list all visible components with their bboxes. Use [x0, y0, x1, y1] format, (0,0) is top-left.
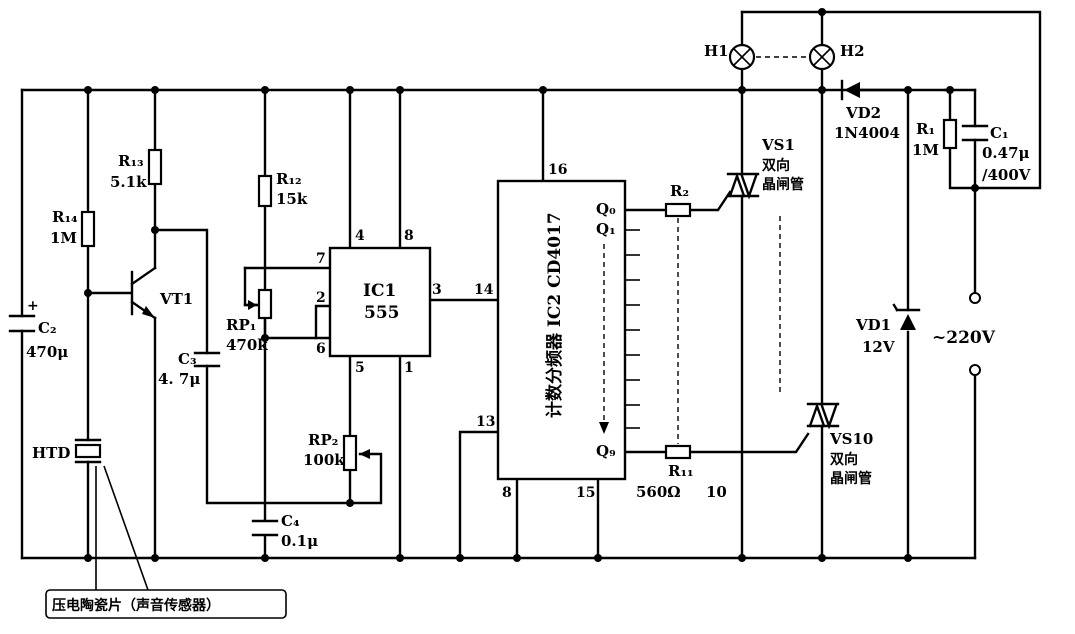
capacitor-c4-symbol	[251, 519, 279, 537]
r12-value: 15k	[276, 190, 308, 208]
resistor-r1-symbol	[942, 118, 958, 150]
potentiometer-rp1-symbol	[243, 288, 273, 320]
rp1-label: RP₁	[226, 316, 256, 334]
c3-label: C₃	[178, 350, 197, 368]
htd-label: HTD	[32, 444, 70, 462]
vs1-desc-2: 晶闸管	[762, 176, 804, 193]
r13-value: 5.1k	[110, 173, 147, 191]
ic2-pin-16: 16	[548, 162, 567, 178]
resistor-r12-symbol	[257, 174, 273, 208]
vs10-desc-1: 双向	[830, 451, 858, 468]
ic2-label: 计数分频器 IC2 CD4017	[544, 212, 565, 418]
h2-label: H2	[840, 42, 865, 60]
c4-value: 0.1μ	[281, 532, 318, 550]
r14-label: R₁₄	[52, 208, 78, 226]
ic1-pin-8: 8	[404, 228, 414, 244]
ic1-555-chip	[328, 246, 432, 358]
capacitor-c2-symbol: +	[8, 298, 39, 333]
rp1-value: 470k	[226, 336, 268, 354]
r14-value: 1M	[50, 229, 77, 247]
rp2-label: RP₂	[308, 431, 338, 449]
vs1-label: VS1	[761, 136, 795, 154]
q9-label: Q₉	[596, 442, 616, 460]
rp2-value: 100k	[303, 451, 345, 469]
scan-direction-arrow	[599, 244, 609, 434]
q1-label: Q₁	[596, 220, 616, 238]
vs10-desc-2: 晶闸管	[830, 470, 872, 487]
triac-vs10-symbol	[806, 402, 840, 430]
junction-dots	[84, 8, 979, 562]
ic2-pin-14: 14	[474, 282, 494, 298]
vd1-value: 12V	[862, 338, 895, 356]
triac-vs1-symbol	[726, 172, 760, 200]
ic1-pin-6: 6	[316, 341, 326, 357]
c3-value: 4. 7μ	[158, 370, 200, 388]
r13-label: R₁₃	[118, 152, 144, 170]
vs10-label: VS10	[829, 430, 873, 448]
vs1-desc-1: 双向	[762, 157, 790, 174]
zener-vd1-symbol	[892, 303, 921, 330]
vd1-label: VD1	[855, 316, 891, 334]
vt1-label: VT1	[159, 290, 193, 308]
ic1-part: 555	[364, 303, 400, 323]
resistor-r13-symbol	[147, 148, 163, 186]
c2-value: 470μ	[26, 343, 68, 361]
r12-label: R₁₂	[276, 170, 302, 188]
r2-label: R₂	[670, 182, 689, 200]
svg-text:+: +	[27, 298, 39, 314]
ic2-pin-15: 15	[576, 485, 595, 501]
c1-value-2: /400V	[982, 166, 1031, 184]
piezo-callout-lines	[95, 465, 149, 591]
ac-terminal-top	[969, 292, 981, 304]
piezo-htd-symbol	[74, 438, 102, 464]
ic2-pin-13: 13	[476, 414, 495, 430]
ic1-pin-4: 4	[355, 228, 365, 244]
ic1-pin-5: 5	[355, 360, 365, 376]
ic2-pin-8: 8	[502, 485, 512, 501]
vd2-label: VD2	[845, 104, 881, 122]
potentiometer-rp2-symbol	[342, 434, 370, 472]
ac-terminal-bottom	[969, 364, 981, 376]
wiring	[20, 10, 1042, 560]
resistor-r11-symbol	[664, 444, 692, 460]
c4-label: C₄	[281, 512, 300, 530]
resistor-r2-symbol	[664, 202, 692, 218]
h1-label: H1	[704, 42, 729, 60]
c1-value-1: 0.47μ	[982, 144, 1030, 162]
r1-value: 1M	[912, 141, 939, 159]
vd2-part: 1N4004	[834, 124, 900, 142]
c1-label: C₁	[990, 124, 1009, 142]
ic1-pin-3: 3	[432, 282, 442, 298]
resistor-r14-symbol	[80, 210, 96, 248]
lamp-h2-symbol	[808, 43, 836, 71]
capacitor-c1-symbol	[961, 124, 989, 142]
r11-label: R₁₁	[668, 462, 694, 480]
ic1-name: IC1	[363, 281, 396, 301]
caption-text: 压电陶瓷片（声音传感器）	[52, 597, 220, 614]
capacitor-c3-symbol	[193, 351, 221, 368]
c2-label: C₂	[38, 319, 57, 337]
r11-value: 560Ω	[636, 483, 681, 501]
ac-label: ~220V	[932, 328, 996, 348]
r11-suffix: 10	[706, 483, 727, 501]
q0-label: Q₀	[596, 200, 616, 218]
lamp-h1-symbol	[728, 43, 756, 71]
ic1-pin-1: 1	[404, 360, 414, 376]
diode-vd2-symbol	[840, 79, 860, 101]
ic1-pin-7: 7	[316, 251, 326, 267]
r1-label: R₁	[916, 120, 935, 138]
ic1-pin-2: 2	[316, 290, 326, 306]
transistor-vt1-symbol	[130, 266, 157, 320]
caption-box	[45, 589, 287, 619]
ic2-output-ticks	[625, 229, 640, 429]
